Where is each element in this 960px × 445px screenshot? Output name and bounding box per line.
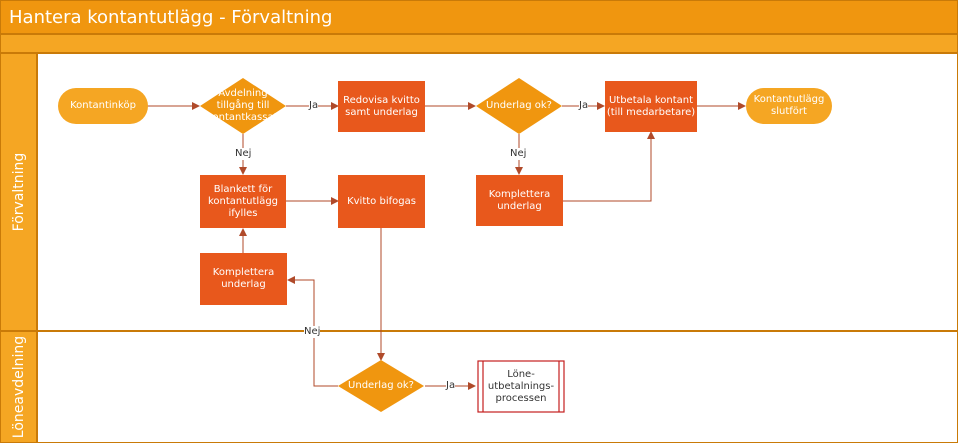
edge-label-nej-3: Nej [304, 326, 321, 338]
node-blankett [200, 175, 286, 228]
edge-label-ja-2: Ja [579, 100, 589, 112]
node-komplettera-1 [476, 175, 563, 226]
node-start-label: Kontantinköp [70, 100, 136, 111]
node-redovisa [338, 81, 425, 132]
node-utbetala-label: Utbetala kontant (till medarbetare) [606, 94, 696, 118]
node-komplettera-1-label: Komplettera underlag [488, 188, 551, 212]
node-decision-1 [200, 78, 286, 134]
node-decision-1-label: Avdelning tillgång till kontantkassa? [207, 88, 279, 123]
node-loneutbetalning-label: Löne- utbetalnings- processen [487, 368, 555, 404]
diagram-title: Hantera kontantutlägg - Förvaltning [0, 0, 958, 34]
node-decision-2-label: Underlag ok? [486, 100, 552, 111]
header-band [0, 34, 958, 53]
node-start [58, 88, 148, 124]
node-komplettera-2-label: Komplettera underlag [212, 267, 275, 290]
edge-komplettera1-utbetala [562, 131, 655, 202]
node-loneutbetalning [477, 360, 565, 413]
node-redovisa-label: Redovisa kvitto samt underlag [343, 94, 420, 118]
edge-label-ja-1: Ja [309, 100, 319, 112]
node-blankett-label: Blankett för kontantutlägg ifylles [207, 183, 279, 219]
lane-header-forvaltning: Förvaltning [0, 53, 37, 331]
node-kvitto-label: Kvitto bifogas [347, 195, 416, 207]
node-utbetala [605, 81, 697, 132]
node-decision-2 [476, 78, 562, 134]
node-end-label: Kontantutlägg slutfört [753, 94, 825, 117]
node-end [746, 88, 832, 124]
node-komplettera-2 [200, 253, 287, 305]
edge-label-nej-2: Nej [510, 148, 527, 160]
node-decision-3-label: Underlag ok? [348, 380, 414, 391]
edge-label-nej-1: Nej [235, 148, 252, 160]
lane-header-loneavdelning: Löneavdelning [0, 331, 37, 443]
edge-label-ja-3: Ja [446, 380, 456, 392]
node-kvitto [338, 175, 425, 228]
node-decision-3 [338, 360, 424, 412]
